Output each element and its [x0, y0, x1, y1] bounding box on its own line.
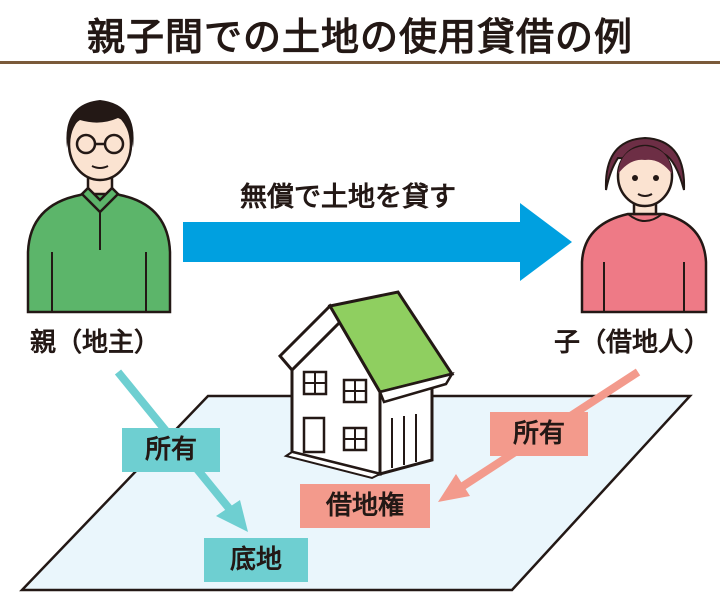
leasehold-tag: 借地権 [300, 484, 430, 528]
house-icon [277, 290, 455, 480]
page-title: 親子間での土地の使用貸借の例 [86, 15, 633, 59]
land-tag: 底地 [204, 538, 308, 582]
child-figure [580, 136, 708, 314]
child-label: 子（借地人） [554, 328, 711, 358]
parent-ownership-tag: 所有 [122, 428, 220, 472]
title-divider [0, 61, 720, 64]
lend-arrow [183, 203, 572, 281]
child-ownership-tag: 所有 [490, 412, 588, 456]
parent-figure [26, 100, 172, 314]
lend-arrow-caption: 無償で土地を貸す [240, 182, 456, 213]
parent-label: 親（地主） [30, 328, 161, 358]
